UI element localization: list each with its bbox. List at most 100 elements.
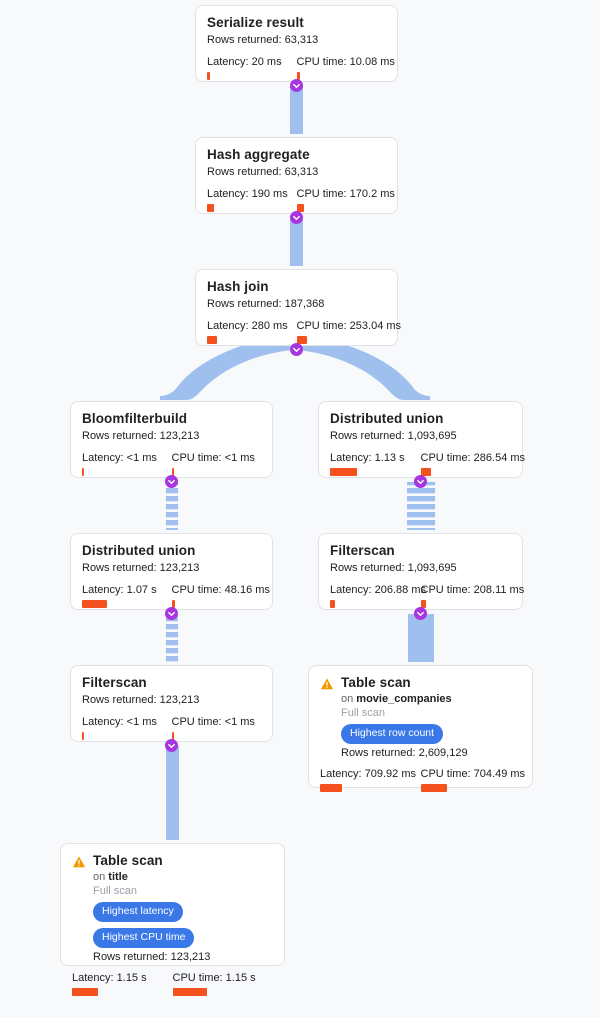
- node-title: Bloomfilterbuild: [82, 411, 188, 426]
- node-metrics: Latency: 709.92 ms CPU time: 704.49 ms: [320, 768, 526, 792]
- cpu-metric: CPU time: 253.04 ms: [296, 320, 402, 344]
- status-badge-highest-cpu-time: Highest CPU time: [93, 928, 195, 948]
- plan-node-table-scan-movie-companies[interactable]: Table scan on movie_companies Full scan …: [308, 665, 533, 792]
- node-header: Filterscan Rows returned: 123,213: [82, 675, 261, 707]
- latency-metric: Latency: 20 ms: [207, 56, 297, 80]
- latency-metric: Latency: 190 ms: [207, 188, 297, 212]
- latency-bar: [330, 600, 335, 608]
- edge-hashjoin-bloomfilterbuild-ribbon-fill: [160, 336, 292, 400]
- node-title: Filterscan: [82, 675, 147, 690]
- collapse-button-distributed-union-left[interactable]: [165, 607, 178, 620]
- node-subtitle: on title: [93, 870, 273, 884]
- latency-metric: Latency: 1.13 s: [330, 452, 421, 476]
- collapse-button-filterscan-right[interactable]: [414, 607, 427, 620]
- node-title: Distributed union: [330, 411, 444, 426]
- plan-node-filterscan-right[interactable]: Filterscan Rows returned: 1,093,695 Late…: [318, 533, 524, 610]
- node-badges: Highest latency Highest CPU time: [93, 902, 273, 948]
- node-header: Table scan on movie_companies Full scan …: [320, 675, 521, 760]
- cpu-metric: CPU time: 10.08 ms: [296, 56, 395, 80]
- cpu-label: CPU time: 253.04 ms: [296, 320, 402, 332]
- cpu-metric: CPU time: 208.11 ms: [420, 584, 524, 608]
- node-header: Hash join Rows returned: 187,368: [207, 279, 386, 311]
- cpu-label: CPU time: 48.16 ms: [171, 584, 270, 596]
- cpu-bar: [296, 204, 304, 212]
- latency-bar: [82, 600, 107, 608]
- node-rows-returned: Rows returned: 123,213: [93, 951, 211, 963]
- cpu-metric: CPU time: 286.54 ms: [420, 452, 525, 476]
- latency-label: Latency: 1.15 s: [72, 972, 147, 984]
- node-scan-type: Full scan: [341, 707, 386, 719]
- collapse-button-hash-join[interactable]: [290, 343, 303, 356]
- latency-bar: [82, 468, 84, 476]
- cpu-bar: [171, 600, 175, 608]
- node-header: Hash aggregate Rows returned: 63,313: [207, 147, 386, 179]
- chevron-down-icon: [417, 479, 424, 485]
- plan-node-filterscan-left[interactable]: Filterscan Rows returned: 123,213 Latenc…: [70, 665, 273, 742]
- collapse-button-serialize-result[interactable]: [290, 79, 303, 92]
- latency-label: Latency: <1 ms: [82, 452, 157, 464]
- node-rows-returned: Rows returned: 63,313: [207, 166, 319, 178]
- node-header: Table scan on title Full scan Highest la…: [72, 853, 273, 964]
- latency-label: Latency: 206.88 ms: [330, 584, 427, 596]
- cpu-metric: CPU time: <1 ms: [171, 452, 262, 476]
- plan-node-table-scan-title[interactable]: Table scan on title Full scan Highest la…: [60, 843, 285, 996]
- cpu-metric: CPU time: 704.49 ms: [420, 768, 526, 792]
- plan-node-hash-aggregate[interactable]: Hash aggregate Rows returned: 63,313 Lat…: [195, 137, 398, 214]
- node-badges: Highest row count: [341, 724, 521, 744]
- collapse-button-filterscan-left[interactable]: [165, 739, 178, 752]
- chevron-down-icon: [293, 83, 300, 89]
- status-badge: Highest row count: [341, 724, 444, 744]
- latency-label: Latency: <1 ms: [82, 716, 157, 728]
- node-title: Table scan: [93, 853, 163, 868]
- node-metrics: Latency: <1 ms CPU time: <1 ms: [82, 452, 261, 476]
- plan-node-hash-join[interactable]: Hash join Rows returned: 187,368 Latency…: [195, 269, 402, 346]
- node-rows-returned: Rows returned: 63,313: [207, 34, 319, 46]
- latency-metric: Latency: <1 ms: [82, 716, 172, 740]
- node-rows-returned: Rows returned: 187,368: [207, 298, 325, 310]
- node-header: Distributed union Rows returned: 1,093,6…: [330, 411, 511, 443]
- node-metrics: Latency: 206.88 ms CPU time: 208.11 ms: [330, 584, 524, 608]
- on-prefix: on: [93, 871, 109, 883]
- chevron-down-icon: [168, 743, 175, 749]
- cpu-metric: CPU time: 170.2 ms: [296, 188, 395, 212]
- latency-label: Latency: 190 ms: [207, 188, 288, 200]
- node-metrics: Latency: 280 ms CPU time: 253.04 ms: [207, 320, 402, 344]
- latency-label: Latency: 709.92 ms: [320, 768, 417, 780]
- node-rows-returned: Rows returned: 123,213: [82, 694, 200, 706]
- collapse-button-distributed-union-right[interactable]: [414, 475, 427, 488]
- latency-label: Latency: 20 ms: [207, 56, 282, 68]
- cpu-label: CPU time: 704.49 ms: [420, 768, 526, 780]
- plan-node-serialize-result[interactable]: Serialize result Rows returned: 63,313 L…: [195, 5, 398, 82]
- latency-metric: Latency: 709.92 ms: [320, 768, 421, 792]
- warning-triangle-icon: [320, 678, 334, 690]
- latency-bar: [207, 204, 214, 212]
- plan-node-bloomfilterbuild[interactable]: Bloomfilterbuild Rows returned: 123,213 …: [70, 401, 273, 478]
- cpu-bar: [172, 988, 207, 996]
- edge-hashaggregate-hashjoin: [290, 216, 303, 266]
- cpu-bar: [420, 600, 426, 608]
- node-metrics: Latency: 20 ms CPU time: 10.08 ms: [207, 56, 395, 80]
- cpu-label: CPU time: <1 ms: [171, 452, 255, 464]
- cpu-label: CPU time: 170.2 ms: [296, 188, 395, 200]
- cpu-bar: [420, 784, 447, 792]
- cpu-bar: [296, 72, 300, 80]
- collapse-button-bloomfilterbuild[interactable]: [165, 475, 178, 488]
- edge-filterscan-tablescan-title: [166, 746, 179, 840]
- node-title: Hash aggregate: [207, 147, 310, 162]
- latency-metric: Latency: 1.07 s: [82, 584, 172, 608]
- chevron-down-icon: [293, 347, 300, 353]
- node-metrics: Latency: 190 ms CPU time: 170.2 ms: [207, 188, 395, 212]
- node-metrics: Latency: <1 ms CPU time: <1 ms: [82, 716, 261, 740]
- node-header: Serialize result Rows returned: 63,313: [207, 15, 386, 47]
- plan-node-distributed-union-left[interactable]: Distributed union Rows returned: 123,213…: [70, 533, 273, 610]
- collapse-button-hash-aggregate[interactable]: [290, 211, 303, 224]
- cpu-metric: CPU time: 1.15 s: [172, 972, 274, 996]
- plan-node-distributed-union-right[interactable]: Distributed union Rows returned: 1,093,6…: [318, 401, 525, 478]
- node-title: Filterscan: [330, 543, 395, 558]
- node-header: Distributed union Rows returned: 123,213: [82, 543, 261, 575]
- node-rows-returned: Rows returned: 123,213: [82, 562, 200, 574]
- latency-label: Latency: 1.13 s: [330, 452, 405, 464]
- node-title: Hash join: [207, 279, 269, 294]
- node-rows-returned: Rows returned: 123,213: [82, 430, 200, 442]
- latency-bar: [207, 336, 217, 344]
